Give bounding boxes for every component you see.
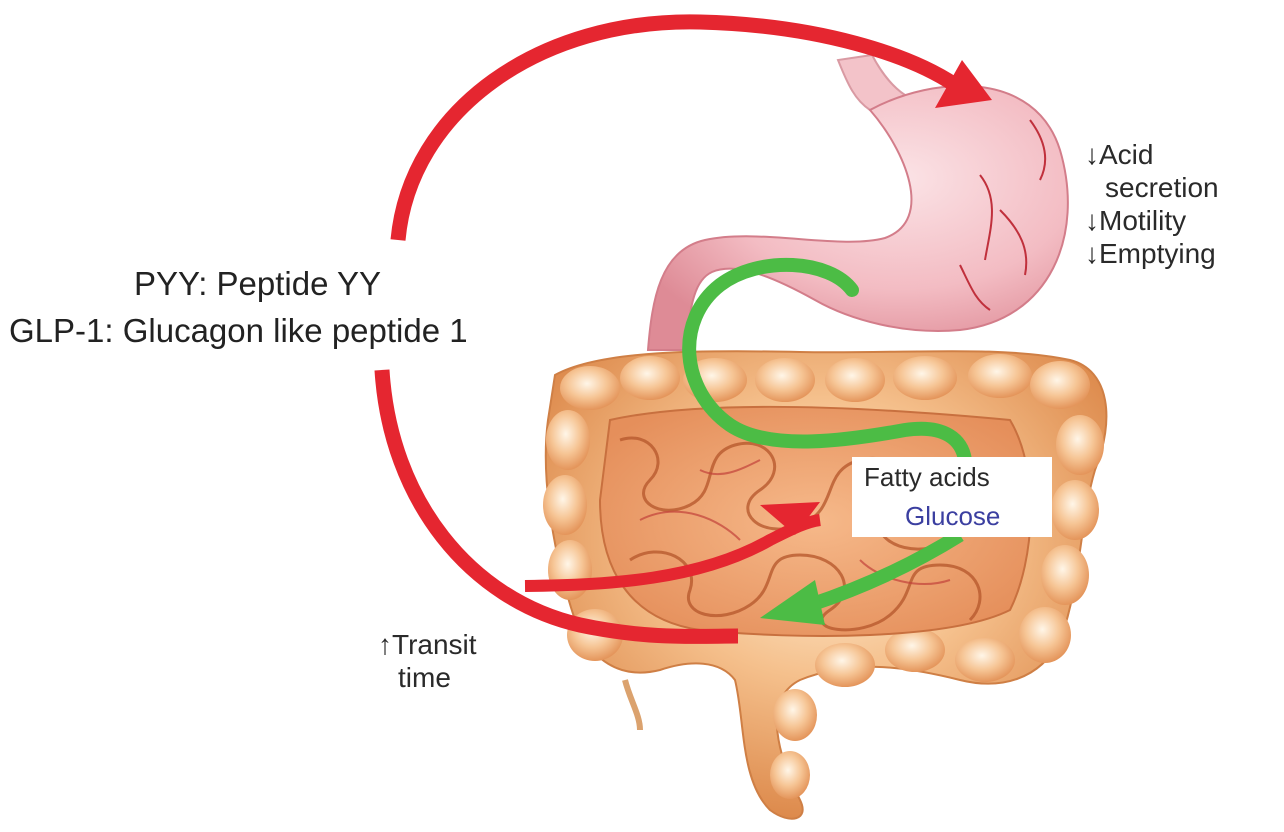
nutrient-label-backing: [852, 457, 1052, 537]
effect-acid: ↓Acid: [1085, 139, 1154, 170]
transit-arrowhead: [760, 502, 820, 535]
transit-time-label: ↑Transit time: [378, 628, 477, 694]
hormone-feedback-arrow: [374, 14, 992, 644]
stomach: [646, 84, 1069, 351]
legend-pyy: PYY: Peptide YY: [134, 265, 382, 302]
fatty-acids-label: Fatty acids: [864, 462, 990, 492]
legend-glp1: GLP-1: Glucagon like peptide 1: [9, 312, 468, 349]
effect-emptying: ↓Emptying: [1085, 238, 1216, 269]
glucose-label: Glucose: [905, 501, 1001, 531]
effect-motility: ↓Motility: [1085, 205, 1187, 236]
stomach-effects-list: ↓Acid secretion ↓Motility ↓Emptying: [1085, 138, 1219, 270]
stomach-arrowhead: [935, 60, 992, 108]
nutrient-arrowhead: [760, 580, 825, 625]
transit-line-1: ↑Transit: [378, 629, 477, 660]
nutrient-flow-arrow: [682, 257, 972, 625]
effect-secretion: secretion: [1105, 172, 1219, 203]
transit-line-2: time: [398, 662, 451, 693]
